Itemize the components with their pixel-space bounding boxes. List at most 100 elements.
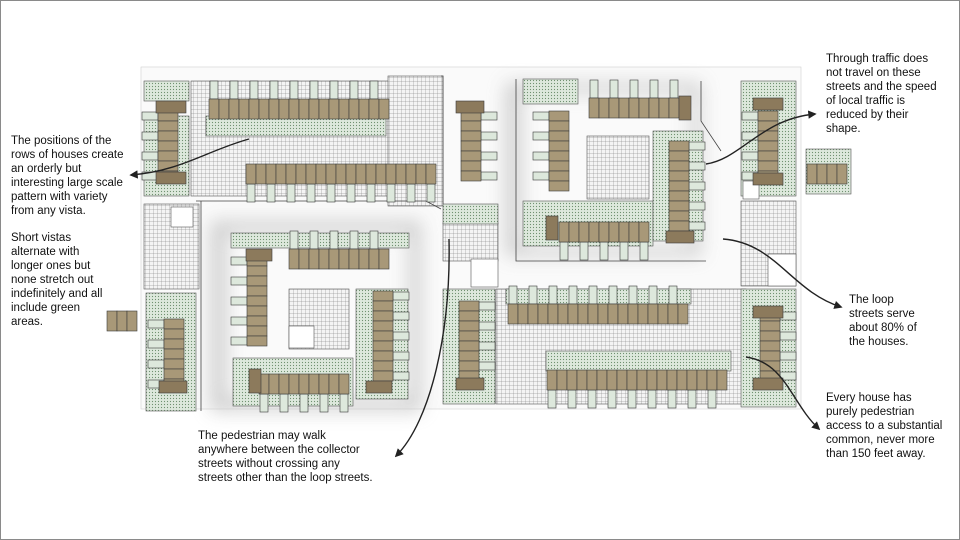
house-row [372, 290, 410, 382]
house [288, 373, 300, 395]
house [638, 97, 650, 119]
house [558, 221, 570, 243]
house-row [288, 230, 390, 270]
garden [478, 301, 496, 311]
house [598, 221, 610, 243]
garden [478, 341, 496, 351]
house [372, 340, 394, 352]
house [328, 248, 340, 270]
house [627, 303, 639, 325]
garden [269, 80, 279, 100]
house [218, 98, 230, 120]
garden [532, 131, 550, 141]
house [576, 369, 588, 391]
corner-house [752, 377, 784, 391]
corner-house [455, 377, 485, 391]
garden [209, 80, 219, 100]
house [415, 163, 427, 185]
house [557, 303, 569, 325]
house [646, 369, 658, 391]
house [268, 98, 280, 120]
house [458, 350, 480, 362]
garden [230, 276, 248, 286]
house [668, 190, 690, 202]
garden [392, 291, 410, 301]
house [757, 140, 779, 152]
house-row [668, 140, 706, 232]
garden [628, 285, 638, 305]
house [668, 220, 690, 232]
house [588, 221, 600, 243]
house-row [245, 163, 437, 203]
house [268, 373, 280, 395]
garden [741, 131, 759, 141]
house [163, 358, 185, 370]
house [548, 180, 570, 192]
house [372, 290, 394, 302]
house [546, 369, 558, 391]
garden [532, 151, 550, 161]
house [163, 368, 185, 380]
house [163, 328, 185, 340]
house [248, 98, 260, 120]
house [617, 303, 629, 325]
annotation-vistas: Short vistas alternate with longer ones … [11, 232, 103, 328]
corner-house [155, 100, 187, 114]
house [568, 221, 580, 243]
garden [147, 339, 165, 349]
house [308, 248, 320, 270]
garden [392, 311, 410, 321]
house [638, 221, 650, 243]
house [163, 318, 185, 330]
garden [608, 285, 618, 305]
house-row [806, 163, 848, 185]
corner-house [155, 171, 187, 185]
garden [687, 389, 697, 409]
garden [779, 351, 797, 361]
house [527, 303, 539, 325]
house [372, 370, 394, 382]
garden [639, 241, 649, 261]
garden [230, 336, 248, 346]
house [246, 265, 268, 277]
house [298, 98, 310, 120]
house [368, 248, 380, 270]
garden [306, 183, 316, 203]
house [157, 130, 179, 142]
corner-house [248, 368, 262, 394]
house [759, 320, 781, 332]
house [648, 97, 660, 119]
corner-house [545, 215, 559, 241]
house [288, 248, 300, 270]
house [368, 98, 380, 120]
house [318, 373, 330, 395]
house [246, 335, 268, 347]
house [163, 348, 185, 360]
house-row [532, 110, 570, 192]
house [460, 120, 482, 132]
arrow-pedestrian-access [745, 356, 821, 431]
garden [688, 161, 706, 171]
corner-house [678, 95, 692, 121]
house [460, 130, 482, 142]
house [338, 373, 350, 395]
garden [326, 183, 336, 203]
garden [392, 351, 410, 361]
garden [230, 296, 248, 306]
corner-house [455, 100, 485, 114]
garden [299, 393, 309, 413]
garden [289, 80, 299, 100]
house [395, 163, 407, 185]
house [318, 98, 330, 120]
garden [619, 241, 629, 261]
house [587, 303, 599, 325]
house [507, 303, 519, 325]
house [586, 369, 598, 391]
house [238, 98, 250, 120]
house [255, 163, 267, 185]
annotation-loop-streets: The loop streets serve about 80% of the … [849, 294, 917, 348]
arrow-pedestrian [394, 238, 450, 458]
house [598, 97, 610, 119]
